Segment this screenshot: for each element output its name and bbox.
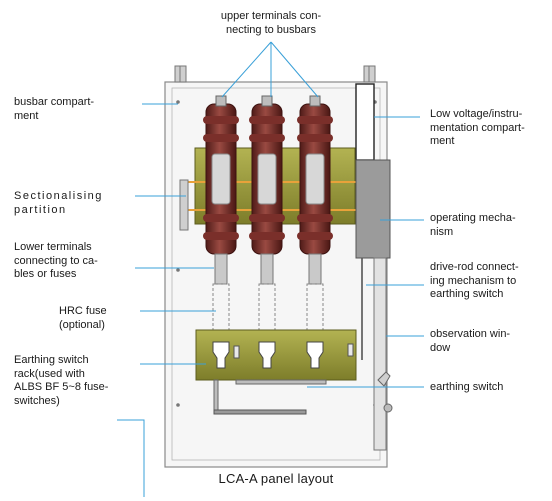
label-earthing-switch: earthing switch <box>430 381 504 393</box>
label-hrc-fuse: HRC fuse (optional) <box>59 305 107 331</box>
insulators <box>203 95 333 285</box>
label-operating-mechanism: operating mecha- nism <box>430 212 516 238</box>
label-busbar-compartment: busbar compart- ment <box>14 96 95 122</box>
label-upper-terminals: upper terminals con- necting to busbars <box>220 10 322 36</box>
label-drive-rod: drive-rod connect- ing mechanism to eart… <box>430 261 519 300</box>
label-earthing-switch-rack: Earthing switch rack(used with ALBS BF 5… <box>14 354 109 407</box>
label-low-voltage-compartment: Low voltage/instru- mentation compart- m… <box>430 108 525 147</box>
diagram-caption: LCA-A panel layout <box>218 471 334 486</box>
lv-compartment <box>355 83 375 161</box>
label-observation-window: observation win- dow <box>430 328 511 354</box>
hrc-fuses <box>212 283 324 335</box>
operating-mechanism-box <box>355 159 391 259</box>
leader-lines <box>117 41 424 497</box>
earthing-switch-rack <box>195 329 357 415</box>
side-rail <box>361 257 393 451</box>
label-lower-terminals: Lower terminals connecting to ca- bles o… <box>14 241 98 280</box>
label-sectionalising-partition: Sectionalising partition <box>14 190 103 216</box>
